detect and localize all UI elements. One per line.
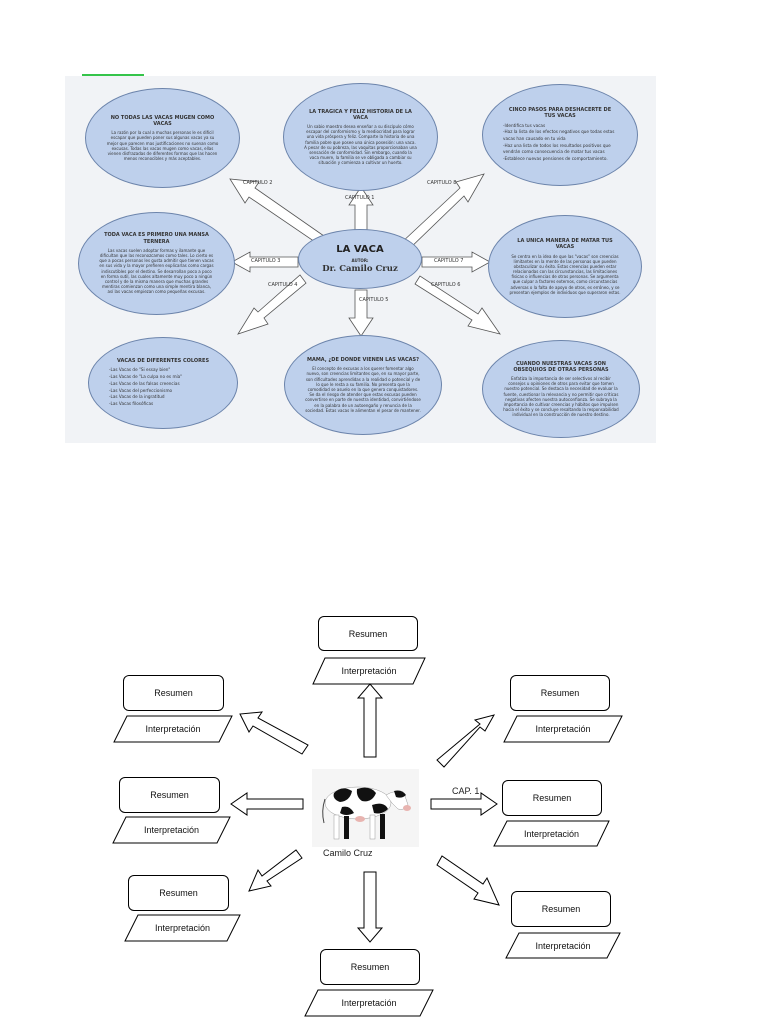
node-title: LA TRAGICA Y FELIZ HISTORIA DE LA VACA — [309, 108, 412, 121]
node-item: -Las Vacas del perfeccionismo — [109, 387, 173, 393]
node-obsequios: CUANDO NUESTRAS VACAS SON OBSEQUIOS DE O… — [482, 340, 640, 438]
interpretacion-bottom: Interpretación — [341, 998, 397, 1008]
node-body: El concepto de excusas a los querer fome… — [305, 366, 421, 413]
node-mansa-ternera: TODA VACA ES PRIMERO UNA MANSA TERNERA L… — [78, 212, 235, 315]
interpretacion-bot-right: Interpretación — [535, 940, 591, 951]
node-item: -Haz una lista de todos los resultados p… — [503, 142, 611, 155]
resumen-box-top: Resumen — [318, 616, 418, 651]
accent-bar — [82, 74, 144, 77]
resumen-box-bottom: Resumen — [320, 949, 420, 985]
node-diferentes-colores: VACAS DE DIFERENTES COLORES -Las Vacas d… — [88, 337, 238, 429]
resumen-box-top-left: Resumen — [123, 675, 224, 711]
node-tragica-historia: LA TRAGICA Y FELIZ HISTORIA DE LA VACA U… — [283, 83, 438, 191]
template-arrow-up-left — [239, 711, 309, 755]
node-body: Se centra en la idea de que las "vacas" … — [509, 253, 621, 295]
template-arrow-up — [356, 683, 384, 758]
arrow-cap2 — [229, 178, 325, 245]
arrow-cap6 — [414, 275, 501, 335]
node-item: -Las Vacas de "Si essay bien" — [109, 367, 171, 373]
center-subtitle: AUTOR: — [351, 258, 369, 263]
template-arrow-up-right — [436, 714, 496, 768]
arrow-cap8 — [399, 173, 485, 253]
interpretacion-top-right: Interpretación — [535, 724, 591, 734]
interpretacion-bot-left: Interpretación — [154, 923, 211, 933]
arrow-cap7 — [421, 251, 491, 273]
label-capitulo-5: CAPITULO 5 — [359, 297, 389, 303]
arrow-cap3 — [231, 251, 299, 273]
node-title: TODA VACA ES PRIMERO UNA MANSA TERNERA — [104, 232, 209, 245]
node-title: CINCO PASOS PARA DESHACERTE DE TUS VACAS — [508, 107, 612, 120]
cap-label: CAP. 1 — [452, 786, 480, 796]
node-item: -Identifica tus vacas — [503, 122, 546, 128]
resumen-box-bot-left: Resumen — [128, 875, 229, 911]
label-capitulo-4: CAPITULO 4 — [268, 282, 298, 288]
label-capitulo-3: CAPITULO 3 — [251, 258, 281, 264]
template-arrow-down-left — [248, 849, 303, 892]
resumen-box-mid-right: Resumen — [502, 780, 602, 816]
interpretacion-mid-right: Interpretación — [523, 828, 580, 839]
label-capitulo-1: CAPITULO 1 — [345, 195, 375, 201]
arrow-cap5 — [348, 289, 374, 337]
node-title: MAMA, ¿DE DONDE VIENEN LAS VACAS? — [306, 357, 420, 364]
cow-illustration — [312, 769, 419, 847]
resumen-box-mid-left: Resumen — [119, 777, 220, 813]
node-body: La razón por la cual a muchas personas l… — [106, 130, 219, 162]
arrow-cap4 — [237, 274, 307, 335]
concept-map-arrows — [229, 173, 501, 337]
label-capitulo-6: CAPITULO 6 — [431, 282, 461, 288]
node-item: -Haz la lista de los efectos negativos q… — [503, 129, 615, 142]
node-body: Las vacas suelen adoptar formas y ilaman… — [99, 247, 214, 295]
node-item: -Las Vacas de la ingratitud — [109, 394, 165, 400]
node-item: -Las Vacas filosóficas — [109, 401, 154, 407]
cow-image — [312, 769, 419, 847]
node-item: -Las Vacas de las falsas creencias — [109, 380, 180, 386]
node-item: -Establece nuevas pensiones de comportam… — [503, 156, 608, 162]
center-author: Dr. Camilo Cruz — [322, 264, 398, 274]
label-capitulo-2: CAPITULO 2 — [243, 180, 273, 186]
resumen-box-bot-right: Resumen — [511, 891, 611, 927]
resumen-box-top-right: Resumen — [510, 675, 610, 711]
label-capitulo-7: CAPITULO 7 — [434, 258, 464, 264]
label-capitulo-8: CAPITULO 8 — [427, 180, 457, 186]
interpretacion-mid-left: Interpretación — [143, 825, 200, 835]
node-item: -Las Vacas de "La culpa no es mía" — [109, 374, 183, 380]
template-arrow-down-right — [436, 855, 500, 906]
node-body: Enfatiza la importancia de ser selectivo… — [503, 376, 619, 418]
center-caption: Camilo Cruz — [323, 848, 373, 858]
node-body: Un sabio maestro desea enseñar a su disc… — [304, 124, 417, 166]
template-arrow-right — [430, 792, 498, 816]
node-title: VACAS DE DIFERENTES COLORES — [116, 358, 210, 365]
node-cinco-pasos: CINCO PASOS PARA DESHACERTE DE TUS VACAS… — [482, 84, 638, 186]
template-arrow-down — [356, 871, 384, 943]
node-center-la-vaca: LA VACA AUTOR: Dr. Camilo Cruz — [298, 229, 422, 289]
center-title: LA VACA — [336, 244, 384, 255]
node-unica-manera: LA UNICA MANERA DE MATAR TUS VACAS Se ce… — [488, 215, 642, 318]
template-arrow-left — [230, 792, 304, 816]
interpretacion-top-left: Interpretación — [145, 724, 201, 734]
interpretacion-top: Interpretación — [341, 666, 397, 676]
node-no-todas-las-vacas: NO TODAS LAS VACAS MUGEN COMO VACAS La r… — [85, 88, 240, 188]
node-de-donde-vienen: MAMA, ¿DE DONDE VIENEN LAS VACAS? El con… — [284, 335, 442, 435]
node-title: CUANDO NUESTRAS VACAS SON OBSEQUIOS DE O… — [513, 360, 609, 373]
node-title: LA UNICA MANERA DE MATAR TUS VACAS — [517, 238, 613, 251]
node-title: NO TODAS LAS VACAS MUGEN COMO VACAS — [110, 114, 215, 127]
